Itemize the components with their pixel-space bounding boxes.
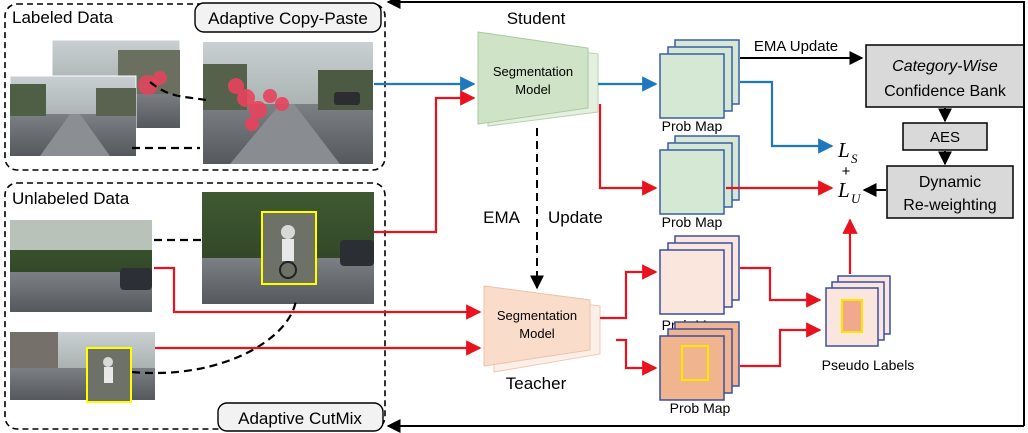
prob-map-label-2: Prob Map [662,214,723,230]
pseudo-labels-label: Pseudo Labels [822,357,915,373]
svg-text:L: L [837,138,850,162]
loss-plus: + [842,163,851,180]
unlabeled-image-2 [10,332,155,403]
cutmix-links [131,238,298,375]
pseudo-labels-stack [825,275,891,347]
copy-paste-links [132,81,207,150]
prob-map-teacher-1 [659,235,740,315]
labeled-image-main [203,42,373,164]
labeled-image-front [9,75,137,157]
svg-text:U: U [851,191,862,206]
reweighting-line2: Re-weighting [903,197,996,214]
student-title: Student [507,9,566,28]
supervised-loss: L S [837,138,858,166]
teacher-title: Teacher [506,374,567,393]
svg-text:L: L [837,178,850,202]
ema-update-top-label: EMA Update [754,38,838,55]
cutmix-label: Adaptive CutMix [238,409,362,428]
black-arrows [386,0,1025,433]
reweighting-box [886,165,1014,219]
confidence-bank-line2: Confidence Bank [884,83,1007,100]
prob-map-label-1: Prob Map [662,118,723,134]
copy-paste-badge [194,2,382,33]
labeled-data-label: Labeled Data [12,8,114,27]
svg-text:S: S [851,151,858,166]
teacher-model [483,285,591,367]
unsupervised-loss: L U [837,178,862,206]
ema-label-left: EMA [483,208,521,227]
unlabeled-data-label: Unlabeled Data [12,189,130,208]
unlabeled-data-box [4,182,386,430]
cutmix-badge [217,402,384,432]
student-model [477,31,589,125]
prob-map-student-sup [659,39,740,119]
unlabeled-image-1 [10,220,152,312]
student-model-line1: Segmentation [493,64,573,79]
teacher-model-line2: Model [519,326,555,341]
labeled-image-stack [9,39,373,164]
student-model-line2: Model [515,82,551,97]
teacher-model-line1: Segmentation [497,308,577,323]
prob-map-label-4: Prob Map [670,400,731,416]
aes-box [902,122,988,151]
confidence-bank-line1: Category-Wise [892,58,998,75]
prob-map-student-unsup [659,135,740,215]
prob-map-teacher-2 [659,321,740,401]
unlabeled-image-cutmix [202,192,374,304]
labeled-data-box [4,3,386,171]
copy-paste-label: Adaptive Copy-Paste [208,9,368,28]
blue-arrows [374,76,834,154]
ema-label-right: Update [548,208,603,227]
reweighting-line1: Dynamic [919,174,981,191]
aes-label: AES [930,129,960,146]
red-arrows [154,90,858,376]
